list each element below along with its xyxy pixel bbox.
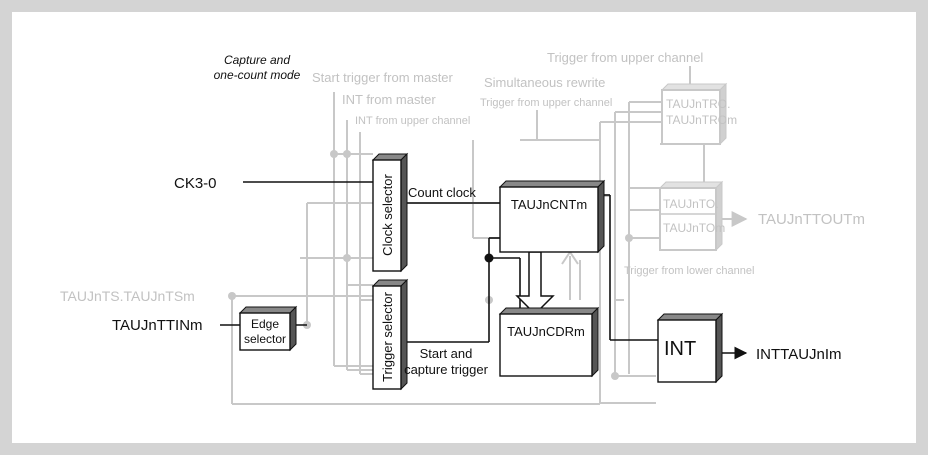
to-block: TAUJnTO. TAUJnTOm <box>658 180 725 252</box>
count-clock-label: Count clock <box>408 185 476 200</box>
trigger-selector-label: Trigger selector <box>380 291 395 381</box>
counter-label: TAUJnCNTm <box>511 197 587 212</box>
to-label-1: TAUJnTO. <box>663 197 719 211</box>
start-capture-line-2: capture trigger <box>404 362 488 377</box>
trigger-selector-block: Trigger selector <box>371 278 409 391</box>
ttin-input-label: TAUJnTTINm <box>112 317 203 334</box>
counter-block: TAUJnCNTm <box>498 179 606 254</box>
data-register-block: TAUJnCDRm <box>498 306 600 378</box>
diagram-panel: Clock selector Trigger selector Edge sel… <box>12 12 916 443</box>
int-from-master-label: INT from master <box>342 92 436 107</box>
tro-label-2: TAUJnTROm <box>666 113 737 127</box>
capture-trigger-junction <box>484 253 494 263</box>
edge-selector-label-2: selector <box>244 332 286 346</box>
int-block: INT <box>656 312 724 384</box>
ttout-output-label: TAUJnTTOUTm <box>758 211 865 228</box>
start-trigger-master-label: Start trigger from master <box>312 70 454 85</box>
transfer-arrow <box>515 251 555 316</box>
diagram-labels: Capture and one-count mode Start trigger… <box>60 50 865 377</box>
edge-selector-block: Edge selector <box>238 305 298 352</box>
inactive-signal-lines <box>231 66 748 405</box>
ts-input-label: TAUJnTS.TAUJnTSm <box>60 288 195 304</box>
to-label-2: TAUJnTOm <box>663 221 725 235</box>
mode-title-line-2: one-count mode <box>214 68 301 82</box>
timer-block-diagram: Clock selector Trigger selector Edge sel… <box>60 50 865 405</box>
edge-selector-label-1: Edge <box>251 317 279 331</box>
clock-selector-block: Clock selector <box>371 152 409 273</box>
int-block-label: INT <box>664 338 696 360</box>
simultaneous-rewrite-label: Simultaneous rewrite <box>484 75 605 90</box>
trigger-upper-top-label: Trigger from upper channel <box>547 50 703 65</box>
start-capture-line-1: Start and <box>420 346 473 361</box>
ck-input-label: CK3-0 <box>174 175 217 192</box>
trigger-lower-label: Trigger from lower channel <box>624 265 754 277</box>
tro-label-1: TAUJnTRO. <box>666 97 730 111</box>
tro-block: TAUJnTRO. TAUJnTROm <box>660 82 737 146</box>
data-register-label: TAUJnCDRm <box>507 324 585 339</box>
clock-selector-label: Clock selector <box>380 174 395 256</box>
int-output-label: INTTAUJnIm <box>756 346 842 363</box>
mode-title-line-1: Capture and <box>224 53 290 67</box>
int-from-upper-label: INT from upper channel <box>355 115 470 127</box>
trigger-upper-mid-label: Trigger from upper channel <box>480 97 612 109</box>
